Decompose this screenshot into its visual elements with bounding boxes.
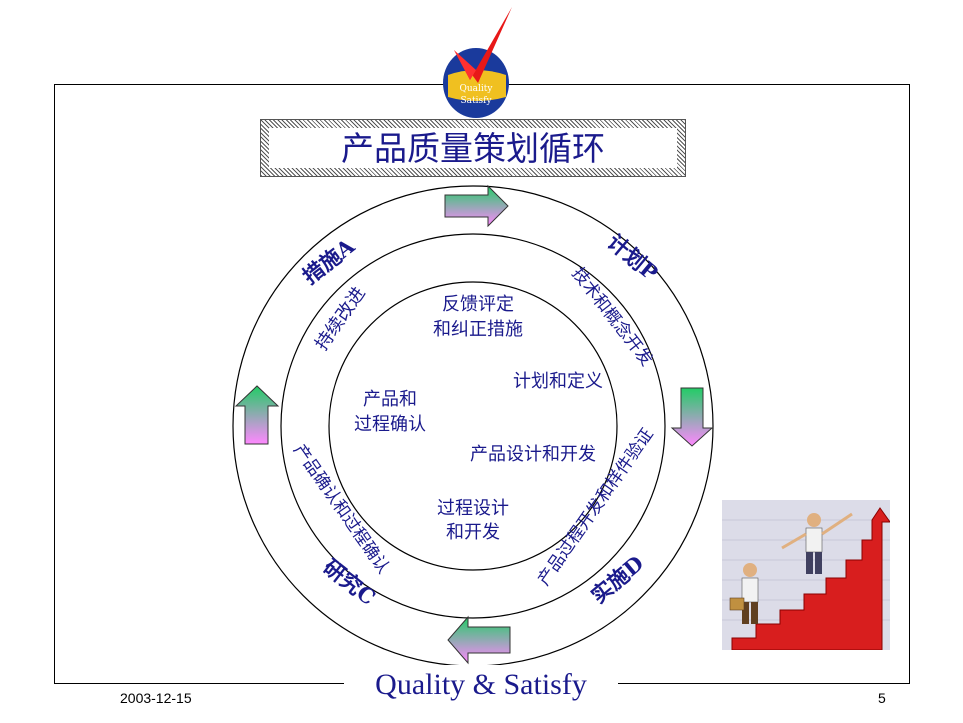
logo-line1: Quality <box>460 84 494 94</box>
inner-plan-define: 计划和定义 <box>513 371 603 392</box>
page-number: 5 <box>878 690 886 706</box>
quality-satisfy-logo: Quality Satisfy <box>443 7 512 118</box>
arrow-down-right <box>670 387 714 447</box>
arrow-left-bottom <box>447 615 511 665</box>
footer-date: 2003-12-15 <box>120 690 192 706</box>
ring-label-act: 持续改进 <box>311 283 369 354</box>
page-title: 产品质量策划循环 <box>269 128 677 168</box>
arrow-up-left <box>234 385 280 445</box>
inner-validate-2: 过程确认 <box>354 414 426 435</box>
middle-ring <box>280 233 666 619</box>
inner-validate-1: 产品和 <box>363 389 417 410</box>
inner-product-design: 产品设计和开发 <box>470 444 596 465</box>
ring-label-check: 产品确认和过程确认 <box>289 441 393 578</box>
footer-brand: Quality & Satisfy <box>344 665 618 705</box>
label-act: 措施A <box>298 233 360 289</box>
inner-feedback-1: 反馈评定 <box>442 294 514 315</box>
inner-feedback-2: 和纠正措施 <box>433 319 523 340</box>
arrow-right-top <box>444 184 509 228</box>
inner-process-1: 过程设计 <box>437 498 509 519</box>
inner-process-2: 和开发 <box>446 522 500 543</box>
inner-ring <box>328 281 618 571</box>
staircase-illustration <box>722 500 890 650</box>
title-box: 产品质量策划循环 <box>260 119 686 177</box>
logo-line2: Satisfy <box>460 96 492 106</box>
label-plan: 计划P <box>603 229 664 285</box>
